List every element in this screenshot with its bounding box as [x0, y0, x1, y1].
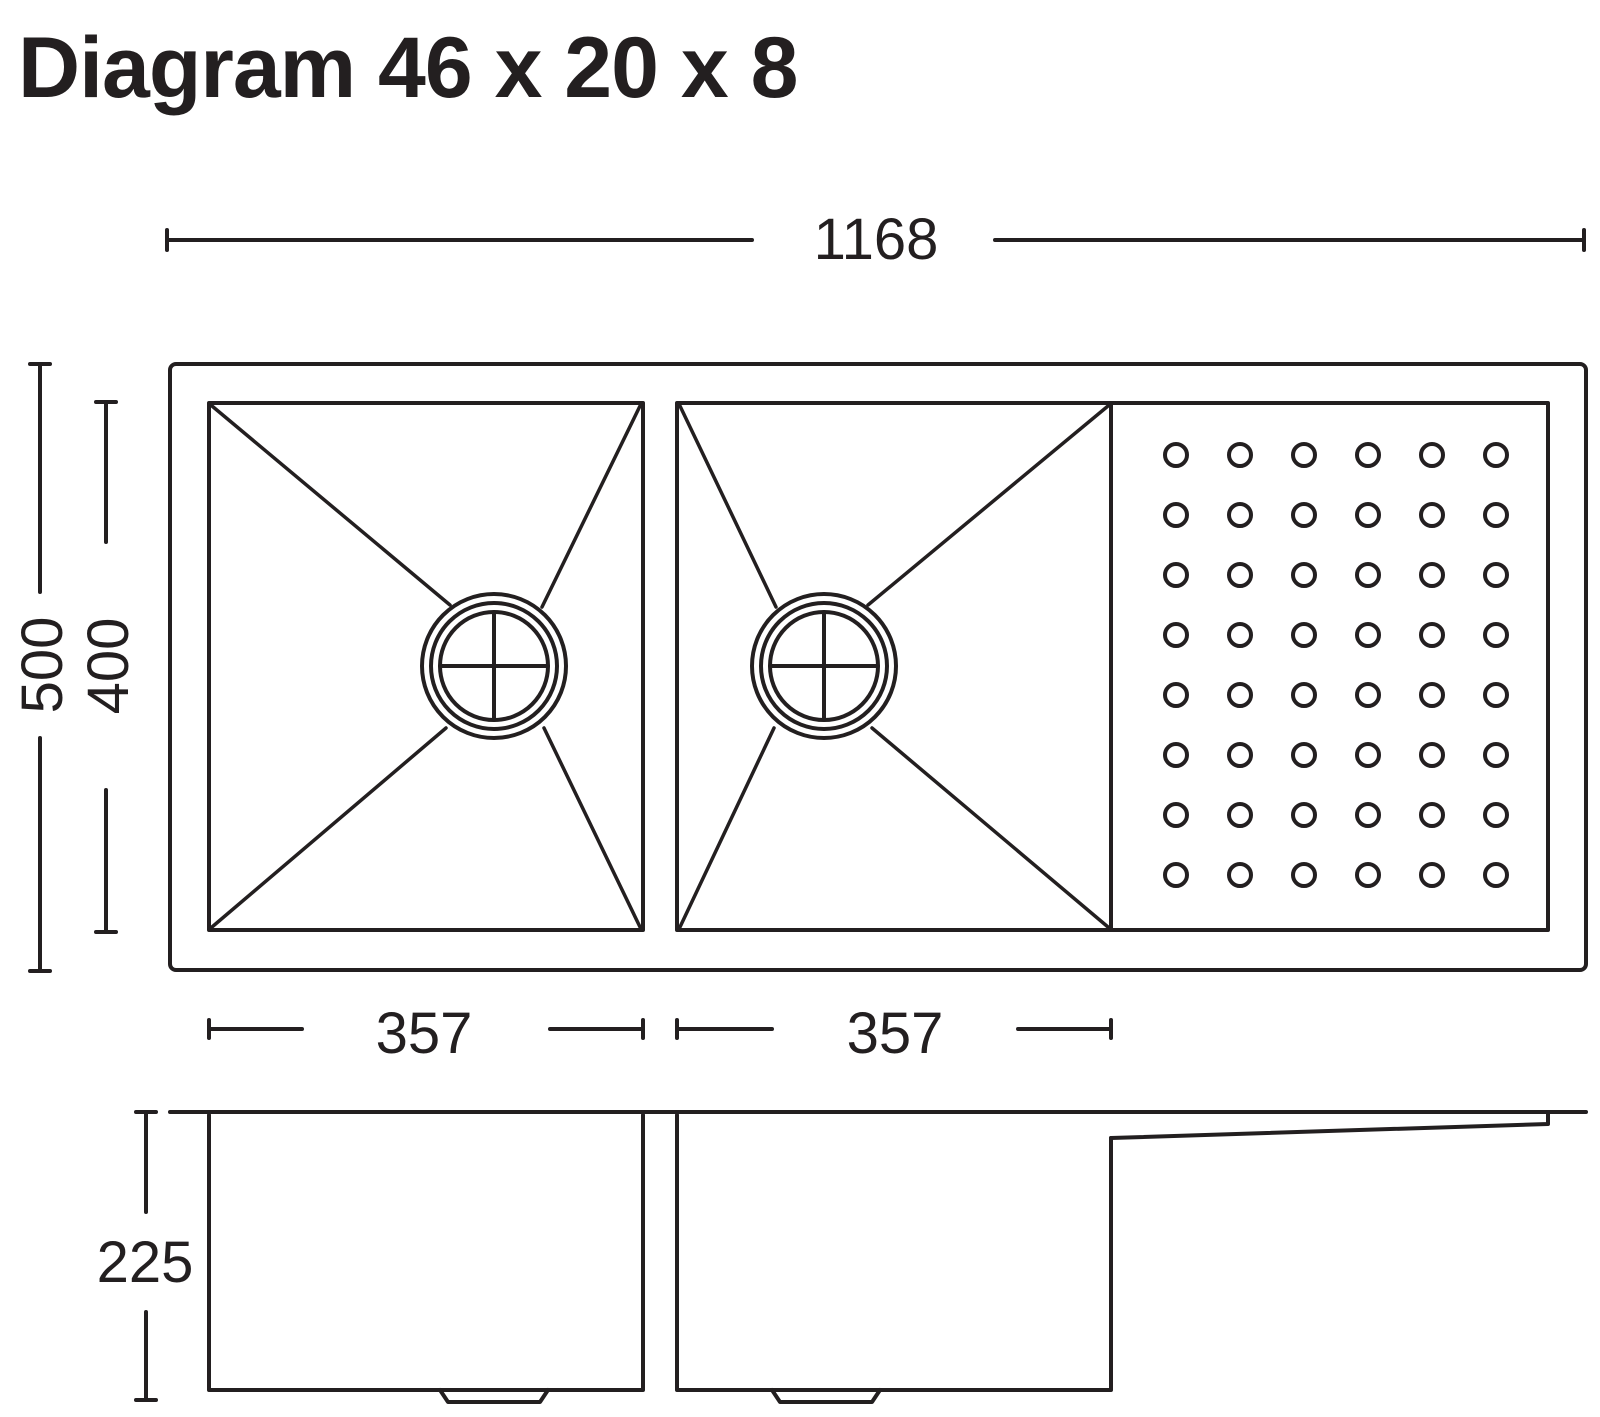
drainer-hole	[1227, 742, 1253, 768]
drainer-hole	[1483, 682, 1509, 708]
drainer-hole	[1291, 862, 1317, 888]
drainer-hole	[1355, 742, 1381, 768]
drainer-hole	[1355, 802, 1381, 828]
overall-width-label: 1168	[814, 207, 939, 272]
drainer-hole	[1483, 562, 1509, 588]
bowl2-width-dimension	[675, 1018, 1113, 1040]
drainer-holes	[1163, 442, 1509, 888]
drainer-hole	[1419, 502, 1445, 528]
bowl2-outline	[675, 401, 1113, 932]
drainer-hole	[1483, 802, 1509, 828]
overall-width-dimension	[165, 228, 1586, 252]
drainer-hole	[1355, 562, 1381, 588]
drainer-hole	[1291, 562, 1317, 588]
bowl1-waste-icon	[420, 592, 568, 740]
bowl2-fall-lines	[678, 404, 1110, 929]
drainer-hole	[1291, 742, 1317, 768]
drainer-hole	[1483, 442, 1509, 468]
drainer-hole	[1419, 802, 1445, 828]
drainer-hole	[1163, 562, 1189, 588]
drainer-hole	[1163, 862, 1189, 888]
sink-outer-outline	[168, 362, 1588, 972]
bowl2-width-label: 357	[847, 1001, 944, 1066]
drainer-hole	[1227, 622, 1253, 648]
drainer-hole	[1227, 802, 1253, 828]
bowl-depth-label: 400	[76, 618, 141, 715]
drainer-hole	[1419, 622, 1445, 648]
drainer-hole	[1163, 682, 1189, 708]
drainer-hole	[1163, 742, 1189, 768]
drainer-hole	[1291, 682, 1317, 708]
drainer-hole	[1291, 442, 1317, 468]
bowl1-width-label: 357	[376, 1001, 473, 1066]
bowl2-waste-icon	[750, 592, 898, 740]
drainer-hole	[1227, 682, 1253, 708]
drainer-hole	[1163, 802, 1189, 828]
bowl-height-label: 225	[97, 1230, 194, 1295]
drainer-hole	[1291, 802, 1317, 828]
bowl1-width-dimension	[207, 1018, 645, 1040]
drainer-hole	[1355, 622, 1381, 648]
drainer-hole	[1483, 742, 1509, 768]
drainer-hole	[1483, 622, 1509, 648]
drainer-hole	[1227, 442, 1253, 468]
drainer-hole	[1483, 502, 1509, 528]
overall-depth-label: 500	[10, 617, 75, 714]
drainer-hole	[1419, 562, 1445, 588]
drainer-hole	[1355, 862, 1381, 888]
drainer-hole	[1227, 562, 1253, 588]
drainer-outline	[1109, 401, 1550, 932]
diagram-title: Diagram 46 x 20 x 8	[18, 20, 798, 116]
bowl-height-dimension	[134, 1110, 158, 1402]
overall-depth-dimension	[28, 362, 52, 973]
drainer-hole	[1163, 502, 1189, 528]
drainer-hole	[1355, 502, 1381, 528]
drainer-hole	[1355, 442, 1381, 468]
drainer-hole	[1163, 622, 1189, 648]
drainer-hole	[1291, 622, 1317, 648]
drainer-hole	[1483, 862, 1509, 888]
drainer-hole	[1419, 862, 1445, 888]
drainer-hole	[1419, 742, 1445, 768]
drainer-hole	[1419, 442, 1445, 468]
bowl1-fall-lines	[210, 404, 642, 929]
drainer-hole	[1227, 862, 1253, 888]
drainer-hole	[1355, 682, 1381, 708]
drainer-hole	[1291, 502, 1317, 528]
bowl1-outline	[207, 401, 645, 932]
drainer-hole	[1227, 502, 1253, 528]
side-elevation	[168, 1110, 1588, 1404]
drainer-hole	[1163, 442, 1189, 468]
bowl-depth-dimension	[94, 400, 118, 934]
drainer-hole	[1419, 682, 1445, 708]
